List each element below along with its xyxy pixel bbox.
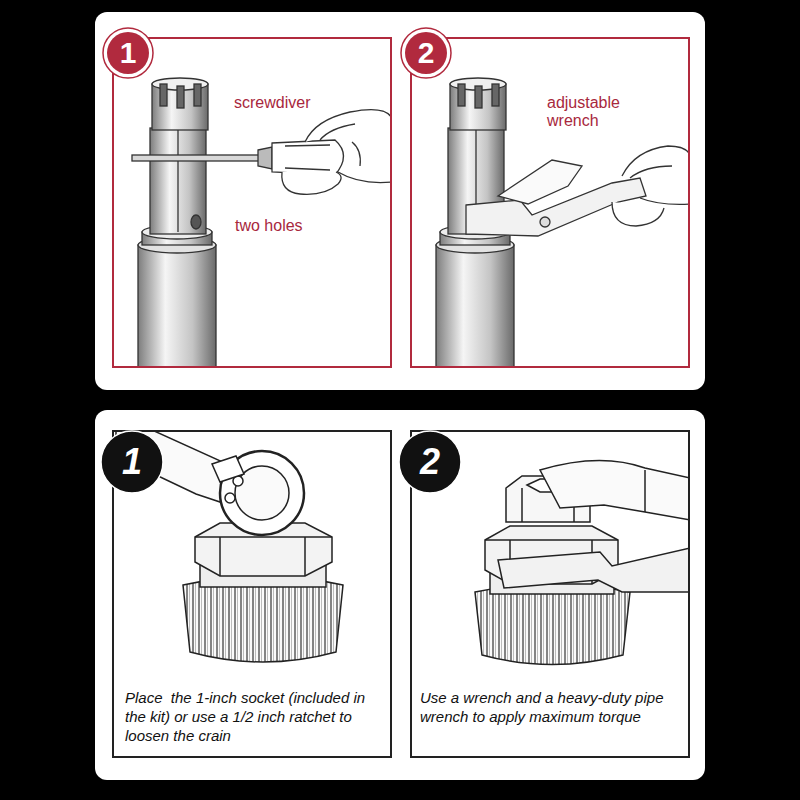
step-panel: screwdiver two holes 1 [112,37,392,368]
step-panel: Place the 1-inch socket (included in the… [112,430,392,758]
badge-fill [405,32,447,74]
tool-with-screwdriver-part [138,245,216,367]
tool-with-screwdriver-part [194,84,201,106]
step-caption: Use a wrench and a heavy-duty pipe wrenc… [420,688,684,726]
wrench-on-cap-part [521,488,523,522]
tool-with-screwdriver-part [282,172,341,194]
tool-with-screwdriver-part [272,140,344,175]
tool-with-screwdriver-part [320,124,355,140]
callout-number: 1 [120,38,137,68]
badge-fill [399,431,461,493]
tool-with-wrench-part [498,160,582,204]
tool-with-screwdriver-part [285,145,330,146]
tool-label: adjustable wrench [547,94,652,130]
tool-with-screwdriver-part [338,172,391,183]
step-caption: Place the 1-inch socket (included in the… [125,688,387,745]
tool-with-wrench-part [475,86,482,108]
tool-with-screwdriver-part [150,128,206,234]
tool-with-wrench-part [622,146,689,176]
step-number: 1 [102,27,154,79]
wrench-on-cap-part [485,539,618,541]
step-panel: Use a wrench and a heavy-duty pipe wrenc… [410,430,690,758]
tool-with-wrench-part [540,217,550,227]
step-number: 2 [400,27,452,79]
ratchet-on-cap-part [183,577,343,663]
tool-with-screwdriver-part [132,155,260,161]
tool-with-wrench-part [436,245,514,367]
callout-number: 2 [420,444,440,480]
tool-with-screwdriver [132,78,391,367]
wrench-on-cap-part [540,460,689,520]
tool-with-wrench-part [492,84,499,106]
tool-with-screwdriver-part [258,147,272,169]
white-ground [95,410,705,780]
ratchet-on-cap-part [212,456,244,482]
wrench-on-cap [475,460,689,664]
badge-fill [107,32,149,74]
step-number: 1 [100,430,164,494]
badge-ring [103,28,153,78]
wrench-on-cap-part [475,584,630,665]
badge-fill [101,431,163,493]
badge-ring [401,28,451,78]
tool-with-screwdriver-part [152,84,208,130]
tool-with-wrench-part [450,84,506,130]
tool-with-wrench-part [640,198,689,204]
part-label: two holes [235,217,385,235]
ratchet-on-cap-part [219,537,221,576]
step-panel: adjustable wrench 2 [410,37,690,368]
tool-with-wrench-part [458,84,465,106]
step-number: 2 [398,430,462,494]
tool-with-screwdriver-part [160,84,167,106]
tool-with-screwdriver-part [177,86,184,108]
tool-with-wrench-part [612,202,664,226]
wrench-on-cap-part [644,470,646,512]
tool-with-screwdriver-part [177,130,178,232]
tool-label: screwdiver [234,94,384,112]
tool-with-screwdriver-part [352,142,360,166]
tool-with-screwdriver-part [305,110,391,142]
wrench-on-cap-part [498,548,689,592]
tool-with-wrench-part [630,166,672,178]
tool-with-wrench [436,78,689,367]
ratchet-on-cap-part [225,493,235,503]
tool-with-screwdriver-part [285,168,330,170]
callout-number: 2 [418,38,435,68]
tool-with-screwdriver-part [191,215,201,229]
callout-number: 1 [122,444,142,480]
ratchet-on-cap-part [304,537,306,576]
ratchet-on-cap-part [195,536,332,538]
white-ground [95,12,705,390]
